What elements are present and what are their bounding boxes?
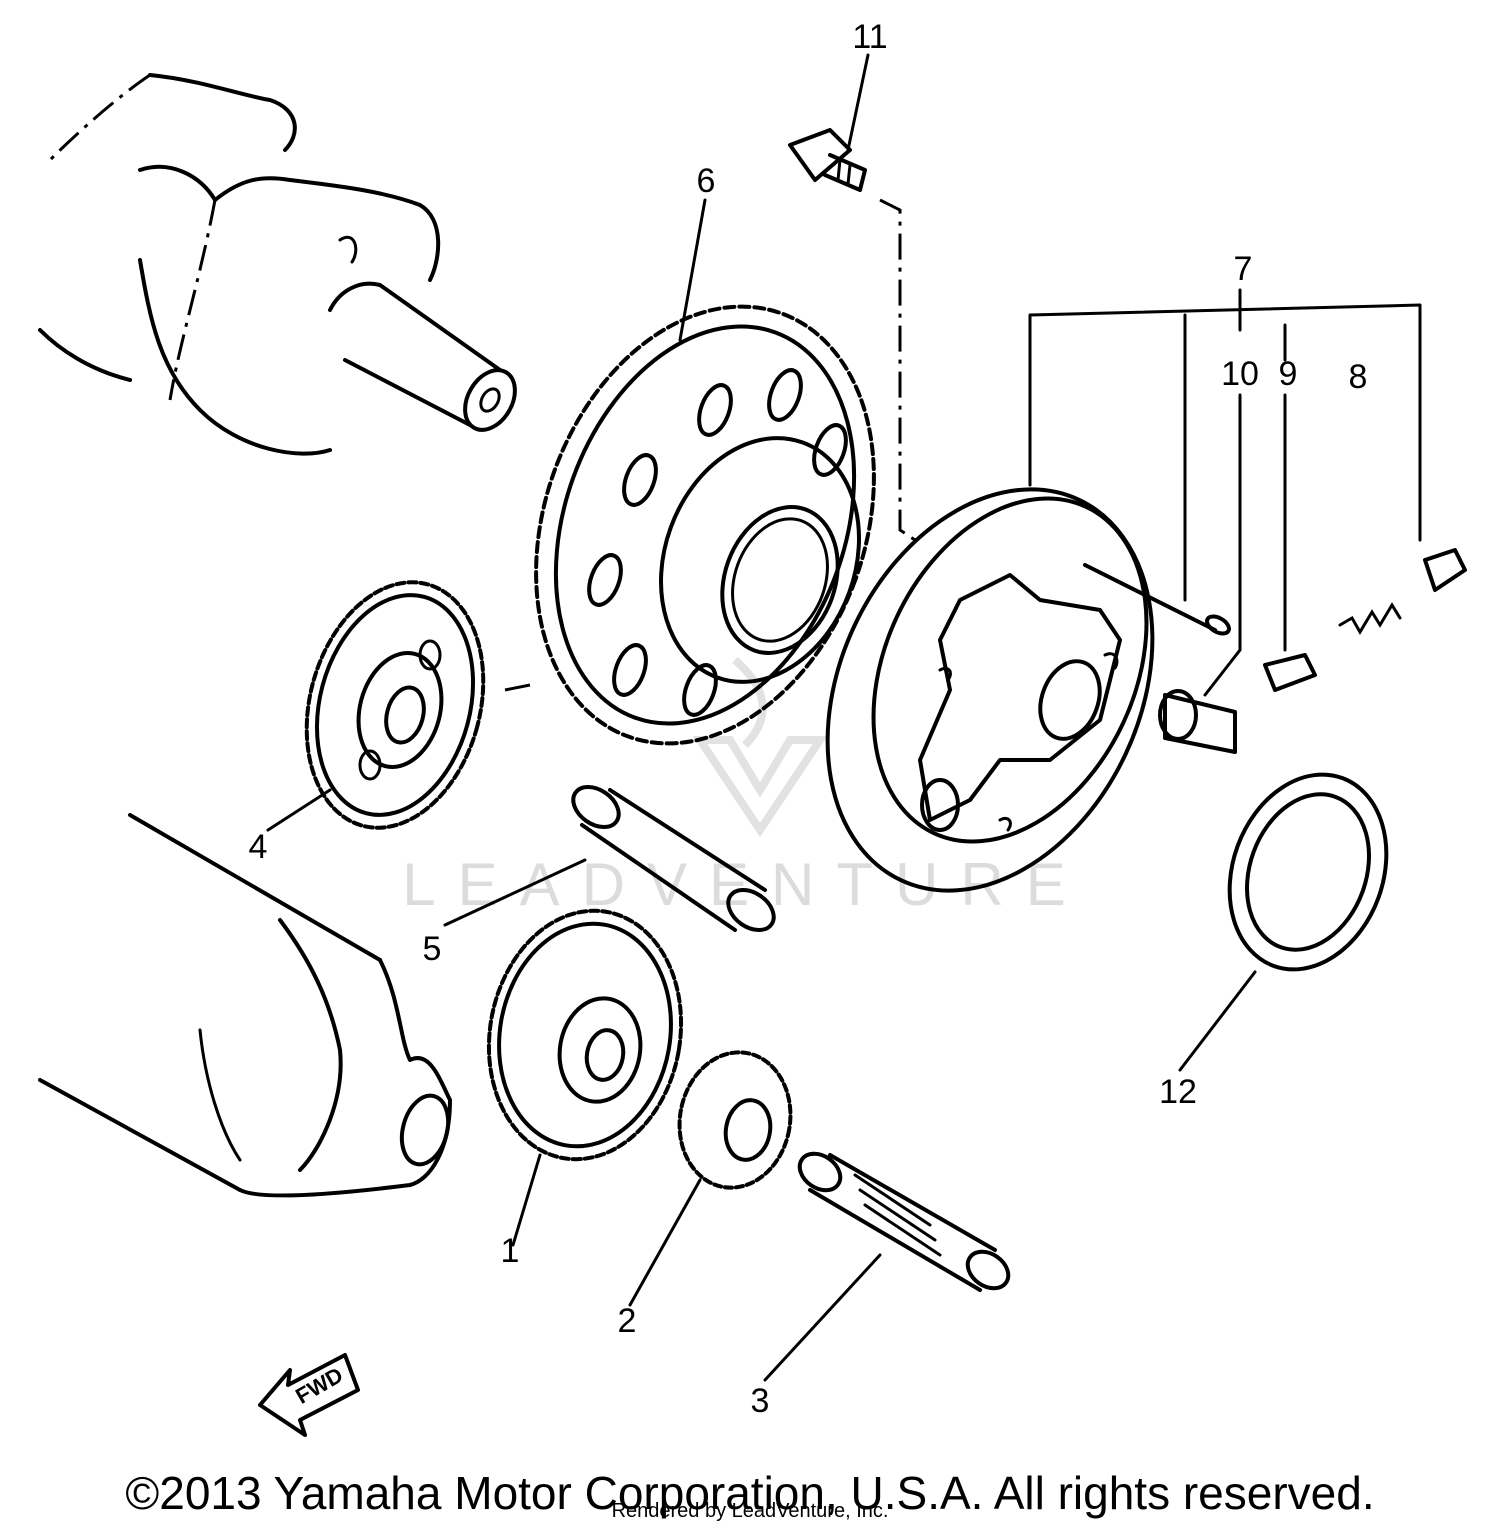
callout-10: 10: [1221, 355, 1259, 393]
roller-pin-part-9: [1263, 653, 1317, 692]
callout-7: 7: [1234, 250, 1253, 288]
leadventure-watermark: LEADVENTURE: [402, 656, 1087, 918]
gear-part-2: [677, 1050, 793, 1190]
fwd-direction-arrow: FWD: [258, 1353, 360, 1437]
gear-axis-dash: [504, 683, 531, 692]
clutch-roller-part-7: [1158, 689, 1237, 754]
idler-gear-part-4: [304, 580, 486, 830]
callout-1: 1: [501, 1232, 520, 1270]
callout-leader-lines: [266, 53, 1422, 1382]
callout-2: 2: [618, 1302, 637, 1340]
spring-part-8: [1338, 548, 1467, 635]
callout-6: 6: [697, 162, 716, 200]
clutch-pin-part-10: [1083, 563, 1231, 636]
callout-5: 5: [423, 930, 442, 968]
callout-11: 11: [852, 18, 887, 56]
shaft-part-5: [571, 785, 776, 932]
starter-gear-part-6: [534, 304, 876, 746]
starter-clutch-assembly: [825, 487, 1155, 893]
washer-part-12: [1227, 772, 1389, 972]
rendered-by-credit: Rendered by LeadVenture, Inc.: [611, 1500, 889, 1522]
bolt-part-11: [788, 128, 867, 192]
callout-8: 8: [1349, 358, 1368, 396]
callout-4: 4: [249, 828, 268, 866]
callout-12: 12: [1159, 1073, 1197, 1111]
crankshaft-illustration: [38, 73, 517, 456]
callout-3: 3: [751, 1382, 770, 1420]
watermark-text: LEADVENTURE: [402, 851, 1087, 918]
gear-part-1: [486, 908, 684, 1162]
starter-motor-illustration: [38, 813, 452, 1198]
leader-11-dash: [879, 198, 916, 542]
callout-9: 9: [1279, 355, 1298, 393]
copyright-notice: ©2013 Yamaha Motor Corporation, U.S.A. A…: [125, 1467, 1375, 1519]
splined-shaft-part-3: [797, 1151, 1011, 1292]
